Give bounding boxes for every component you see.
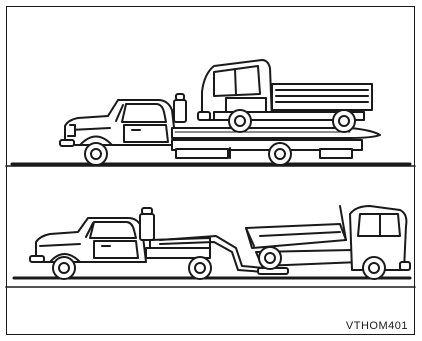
figure-code: VTHOM401 bbox=[346, 320, 408, 332]
carried-small-truck bbox=[198, 60, 372, 132]
towed-truck bbox=[246, 206, 410, 279]
